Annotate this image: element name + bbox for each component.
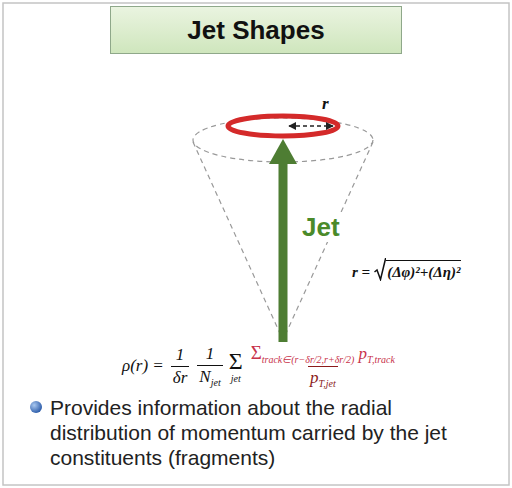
radius-label: r: [322, 94, 329, 114]
cone-edge: [193, 142, 283, 340]
formula-text: jet: [231, 373, 241, 384]
formula-text: T,track: [367, 354, 395, 365]
formula-part: Σ: [229, 349, 243, 373]
fraction: Σtrack∈(r−δr/2,r+δr/2) pT,track pT,jet: [249, 343, 397, 389]
formula-part: jet: [231, 373, 241, 384]
formula-text: 1: [176, 345, 185, 364]
formula-part: 1: [174, 345, 187, 366]
annulus-ring: [228, 116, 338, 136]
formula-part: δr: [171, 366, 190, 388]
jet-shape-formula: ρ(r) = 1 δr 1 Njet Σ jet Σtrack∈(r−δr/2,…: [122, 343, 401, 389]
bullet-text: Provides information about the radial di…: [50, 396, 447, 469]
formula-text: δr: [173, 368, 188, 387]
formula-text: p: [310, 368, 319, 387]
formula-text: r: [322, 94, 329, 113]
formula-part: 1: [204, 344, 217, 365]
slide-title: Jet Shapes: [187, 15, 324, 46]
radius-arrow: [289, 125, 333, 126]
formula-part: Σtrack∈(r−δr/2,r+δr/2) pT,track: [249, 343, 397, 366]
jet-arrow-shaft: [279, 162, 288, 342]
formula-text: Jet: [302, 212, 340, 242]
formula-text: 1: [206, 344, 215, 363]
formula-text: Σ: [251, 342, 262, 363]
formula-part: pT,jet: [308, 366, 338, 389]
sum-sign: Σ jet: [229, 349, 243, 384]
formula-part: r =: [352, 260, 370, 281]
title-box: Jet Shapes: [110, 6, 402, 54]
formula-text: jet: [211, 377, 221, 388]
bullet-dot: [30, 401, 42, 413]
radical-sign: [374, 258, 386, 281]
formula-text: T,jet: [318, 378, 335, 389]
fraction: 1 δr: [171, 345, 190, 388]
formula-text: r =: [352, 264, 370, 280]
jet-label: Jet: [300, 212, 342, 242]
formula-part: Njet: [197, 365, 222, 388]
slide-frame: [3, 3, 509, 485]
formula-text: track∈(r−δr/2,r+δr/2): [262, 354, 355, 365]
fraction: 1 Njet: [197, 344, 222, 388]
formula-text: N: [199, 367, 210, 386]
formula-text: Σ: [229, 348, 243, 374]
radius-formula: r = (Δφ)²+(Δη)²: [352, 258, 461, 281]
formula-text: (Δφ)²+(Δη)²: [387, 264, 460, 280]
jet-arrow-head: [269, 139, 297, 164]
bullet-text: Provides information about the radial di…: [50, 395, 498, 470]
formula-text: p: [359, 344, 368, 363]
formula-text: ρ(r) =: [122, 356, 164, 375]
formula-part: ρ(r) =: [122, 356, 164, 376]
cone-edge: [283, 142, 373, 340]
formula-part: (Δφ)²+(Δη)²: [386, 260, 461, 281]
